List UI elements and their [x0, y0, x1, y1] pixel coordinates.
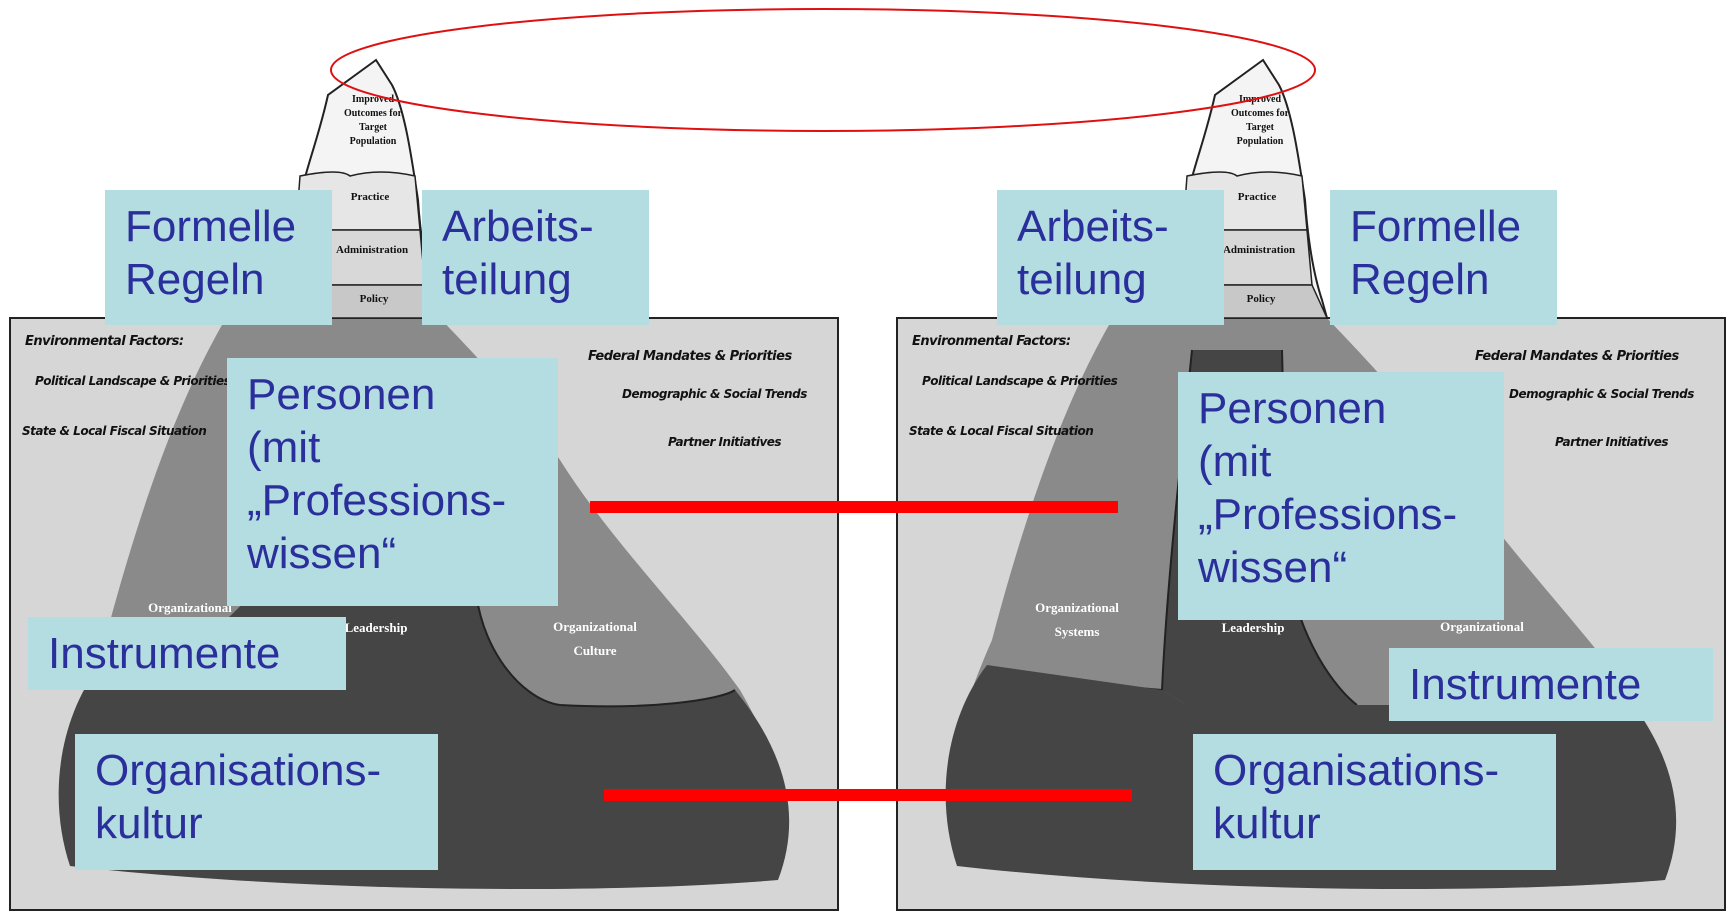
box-line: Regeln [125, 253, 312, 306]
box-line: Organisations- [1213, 744, 1536, 797]
demographic-trends-label: Demographic & Social Trends [622, 387, 807, 401]
administration-label: Administration [336, 244, 408, 256]
political-landscape-label: Political Landscape & Priorities [35, 374, 231, 388]
box-line: Formelle [125, 200, 312, 253]
org-culture-label-1: Organizational [553, 619, 637, 634]
box-personen-right: Personen (mit „Professions- wissen“ [1178, 372, 1504, 620]
environmental-factors-label: Environmental Factors: [912, 334, 1071, 349]
environmental-factors-label: Environmental Factors: [25, 334, 184, 349]
org-systems-label-1: Organizational [1035, 600, 1119, 615]
box-personen-left: Personen (mit „Professions- wissen“ [227, 358, 558, 606]
box-line: Personen [1198, 382, 1484, 435]
federal-mandates-label: Federal Mandates & Priorities [1475, 349, 1679, 364]
tip-text-3: Target [1246, 122, 1275, 133]
box-arbeitsteilung-left: Arbeits- teilung [422, 190, 649, 325]
tip-text-1: Improved [1239, 94, 1281, 105]
box-formelle-regeln-right: Formelle Regeln [1330, 190, 1557, 325]
box-instrumente-left: Instrumente [28, 617, 346, 690]
box-line: wissen“ [247, 527, 538, 580]
leadership-label: Leadership [1222, 620, 1285, 635]
box-line: „Professions- [247, 474, 538, 527]
political-landscape-label: Political Landscape & Priorities [922, 374, 1118, 388]
box-line: wissen“ [1198, 541, 1484, 594]
tip-text-2: Outcomes for [1231, 108, 1290, 119]
box-line: Instrumente [48, 627, 326, 680]
box-line: „Professions- [1198, 488, 1484, 541]
tip-text-2: Outcomes for [344, 108, 403, 119]
fiscal-situation-label: State & Local Fiscal Situation [22, 424, 206, 438]
org-systems-label-2: Systems [1055, 624, 1100, 639]
tip-text-3: Target [359, 122, 388, 133]
box-line: teilung [1017, 253, 1204, 306]
practice-label: Practice [351, 191, 390, 203]
box-organisationskultur-right: Organisations- kultur [1193, 734, 1556, 870]
box-instrumente-right: Instrumente [1389, 648, 1713, 721]
box-line: (mit [1198, 435, 1484, 488]
org-culture-label-1: Organizational [1440, 619, 1524, 634]
leadership-label: Leadership [345, 620, 408, 635]
box-line: Arbeits- [1017, 200, 1204, 253]
partner-initiatives-label: Partner Initiatives [1555, 435, 1668, 449]
tip-text-4: Population [1237, 136, 1284, 147]
box-line: Organisations- [95, 744, 418, 797]
policy-label: Policy [360, 293, 389, 305]
fiscal-situation-label: State & Local Fiscal Situation [909, 424, 1093, 438]
box-line: Regeln [1350, 253, 1537, 306]
box-formelle-regeln-left: Formelle Regeln [105, 190, 332, 325]
box-line: Personen [247, 368, 538, 421]
practice-label: Practice [1238, 191, 1277, 203]
connector-personen [590, 501, 1118, 513]
org-systems-label: Organizational [148, 600, 232, 615]
box-line: (mit [247, 421, 538, 474]
org-culture-label-2: Culture [573, 643, 616, 658]
box-organisationskultur-left: Organisations- kultur [75, 734, 438, 870]
box-arbeitsteilung-right: Arbeits- teilung [997, 190, 1224, 325]
demographic-trends-label: Demographic & Social Trends [1509, 387, 1694, 401]
tip-text-1: Improved [352, 94, 394, 105]
box-line: Formelle [1350, 200, 1537, 253]
box-line: kultur [95, 797, 418, 850]
federal-mandates-label: Federal Mandates & Priorities [588, 349, 792, 364]
tip-text-4: Population [350, 136, 397, 147]
box-line: kultur [1213, 797, 1536, 850]
partner-initiatives-label: Partner Initiatives [668, 435, 781, 449]
box-line: Instrumente [1409, 658, 1693, 711]
box-line: Arbeits- [442, 200, 629, 253]
administration-label: Administration [1223, 244, 1295, 256]
connector-organisationskultur [604, 789, 1132, 801]
policy-label: Policy [1247, 293, 1276, 305]
box-line: teilung [442, 253, 629, 306]
